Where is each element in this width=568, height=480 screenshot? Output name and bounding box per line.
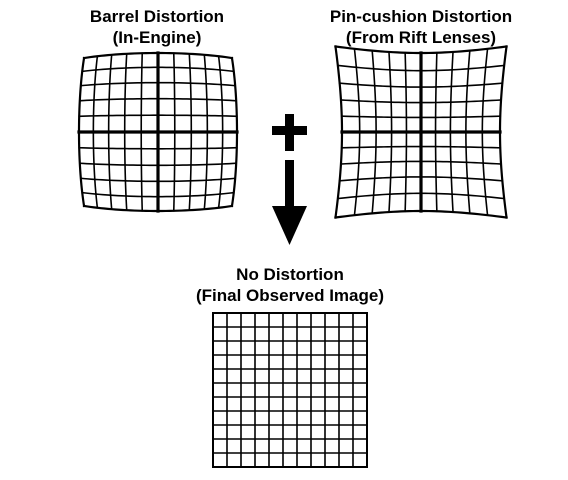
grid-horizontal-line — [78, 146, 238, 150]
grid-vertical-line — [465, 49, 471, 215]
grid-horizontal-line — [340, 160, 502, 165]
arrow-down-icon — [272, 160, 307, 245]
grid-vertical-line — [188, 52, 193, 212]
grid-vertical-line — [230, 56, 239, 208]
pincushion-distortion-grid — [334, 45, 508, 219]
grid-horizontal-line — [338, 176, 504, 182]
barrel-distortion-grid — [77, 51, 239, 213]
grid-vertical-line — [203, 53, 209, 211]
grid-horizontal-line — [340, 145, 502, 149]
barrel-distortion-title: Barrel Distortion (In-Engine) — [57, 6, 257, 48]
grid-vertical-line — [217, 55, 224, 209]
plus-icon — [272, 114, 307, 151]
grid-vertical-line — [172, 52, 176, 212]
no-distortion-grid — [212, 312, 368, 468]
no-distortion-title: No Distortion (Final Observed Image) — [170, 264, 410, 306]
grid-vertical-line — [449, 51, 454, 213]
barrel-title-line2: (In-Engine) — [112, 28, 202, 47]
grid-horizontal-line — [78, 162, 238, 167]
result-title-line1: No Distortion — [236, 265, 344, 284]
grid-horizontal-line — [336, 192, 506, 200]
pincushion-distortion-title: Pin-cushion Distortion (From Rift Lenses… — [310, 6, 532, 48]
grid-horizontal-line — [82, 204, 234, 213]
grid-vertical-line — [434, 51, 438, 213]
result-title-line2: (Final Observed Image) — [196, 286, 384, 305]
barrel-title-line1: Barrel Distortion — [89, 7, 225, 26]
grid-vertical-line — [481, 47, 489, 217]
pincushion-title-line2: (From Rift Lenses) — [345, 28, 497, 47]
grid-vertical-line — [498, 45, 508, 219]
grid-horizontal-line — [79, 177, 237, 183]
grid-horizontal-line — [334, 209, 508, 219]
pincushion-title-line1: Pin-cushion Distortion — [329, 7, 513, 26]
grid-horizontal-line — [81, 191, 235, 198]
